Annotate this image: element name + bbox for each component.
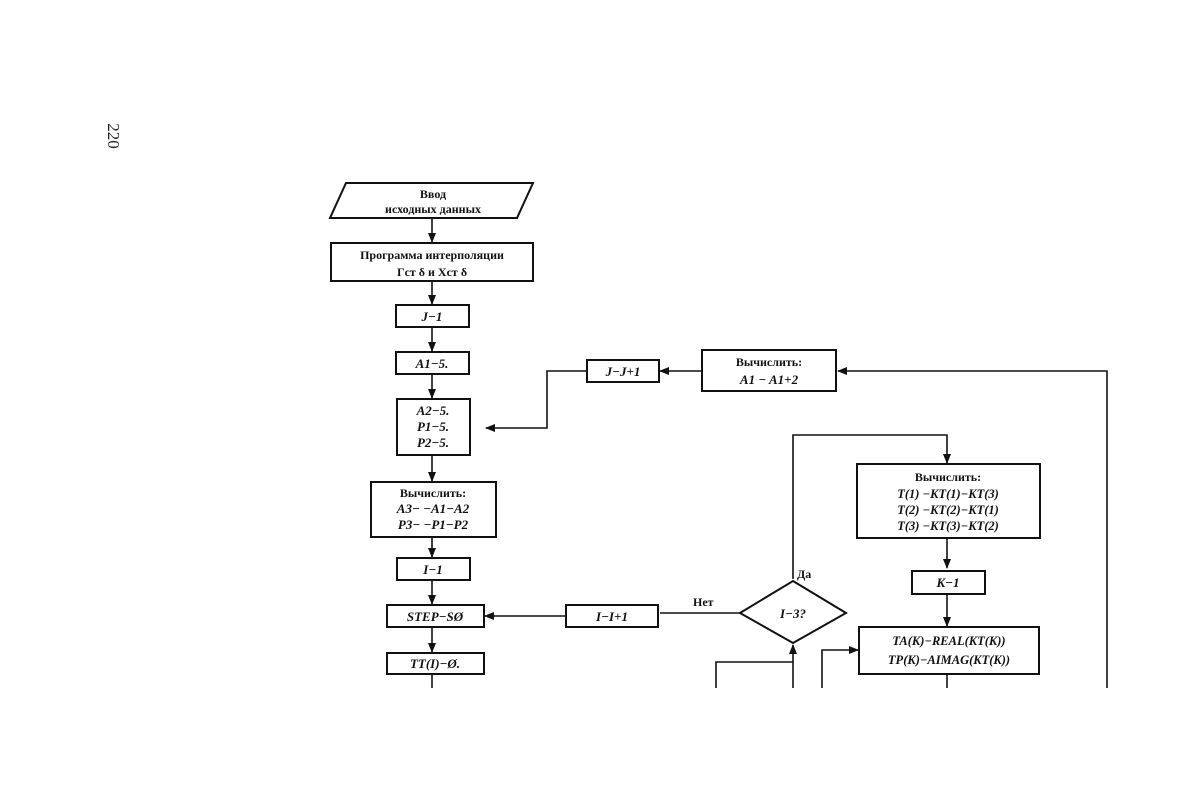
node-ta-tp: TA(K)−REAL(KT(K)) TP(K)−AIMAG(KT(K)) xyxy=(858,626,1040,675)
compute-t-line-4: T(3) −KT(3)−KT(2) xyxy=(897,519,999,533)
node-i-init: I−1 xyxy=(396,557,471,581)
node-j-init: J−1 xyxy=(395,304,470,328)
edge-feedback-right xyxy=(837,367,1108,688)
compute-t-line-3: T(2) −KT(2)−KT(1) xyxy=(897,503,999,517)
node-init-group: A2−5. P1−5. P2−5. xyxy=(396,398,471,456)
interp-line-2: Гст δ и Xст δ xyxy=(397,265,467,279)
input-line-2: исходных данных xyxy=(385,202,481,216)
node-decision: I−3? xyxy=(738,579,848,645)
node-compute-a3: Вычислить: A3− −A1−A2 P3− −P1−P2 xyxy=(370,481,497,538)
compute-a3-line-3: P3− −P1−P2 xyxy=(398,517,469,532)
page-number: 220 xyxy=(104,123,123,149)
init-group-line-2: P1−5. xyxy=(417,419,449,434)
edge-yes xyxy=(792,434,951,579)
compute-a1-line-2: A1 − A1+2 xyxy=(739,372,799,387)
j-init-text: J−1 xyxy=(421,309,443,324)
k-init-text: K−1 xyxy=(935,575,959,590)
tt-text: TT(I)−Ø. xyxy=(410,656,460,671)
node-compute-a1: Вычислить: A1 − A1+2 xyxy=(701,349,837,392)
init-group-line-1: A2−5. xyxy=(416,403,450,418)
node-j-inc: J−J+1 xyxy=(586,359,660,383)
node-k-init: K−1 xyxy=(911,570,986,595)
i-init-text: I−1 xyxy=(422,562,442,577)
compute-a1-line-1: Вычислить: xyxy=(736,355,802,369)
interp-line-1: Программа интерполяции xyxy=(360,248,504,262)
connectors xyxy=(428,218,1108,688)
tp-line: TP(K)−AIMAG(KT(K)) xyxy=(888,653,1010,667)
node-step: STEP−SØ xyxy=(386,604,485,628)
i-inc-text: I−I+1 xyxy=(595,609,628,624)
node-a1-init: A1−5. xyxy=(395,351,470,375)
node-input: Ввод исходных данных xyxy=(328,182,535,219)
node-tt: TT(I)−Ø. xyxy=(386,652,485,675)
edge-loop-ta xyxy=(821,646,859,688)
node-compute-t: Вычислить: T(1) −KT(1)−KT(3) T(2) −KT(2)… xyxy=(856,463,1041,539)
decision-text: I−3? xyxy=(779,606,806,621)
init-group-line-3: P2−5. xyxy=(417,435,449,450)
node-i-inc: I−I+1 xyxy=(565,604,659,628)
compute-a3-line-1: Вычислить: xyxy=(400,486,466,500)
edge-bottom-left xyxy=(715,661,793,688)
compute-t-line-1: Вычислить: xyxy=(915,470,981,484)
j-inc-text: J−J+1 xyxy=(605,364,641,379)
node-interp: Программа интерполяции Гст δ и Xст δ xyxy=(330,242,534,282)
label-no: Нет xyxy=(693,595,714,609)
edge-jinc-group xyxy=(485,370,586,432)
ta-line: TA(K)−REAL(KT(K)) xyxy=(892,634,1005,648)
a1-init-text: A1−5. xyxy=(415,356,449,371)
step-text: STEP−SØ xyxy=(407,609,464,624)
label-yes: Да xyxy=(797,567,811,581)
input-line-1: Ввод xyxy=(420,187,446,201)
compute-t-line-2: T(1) −KT(1)−KT(3) xyxy=(897,487,999,501)
compute-a3-line-2: A3− −A1−A2 xyxy=(396,501,470,516)
